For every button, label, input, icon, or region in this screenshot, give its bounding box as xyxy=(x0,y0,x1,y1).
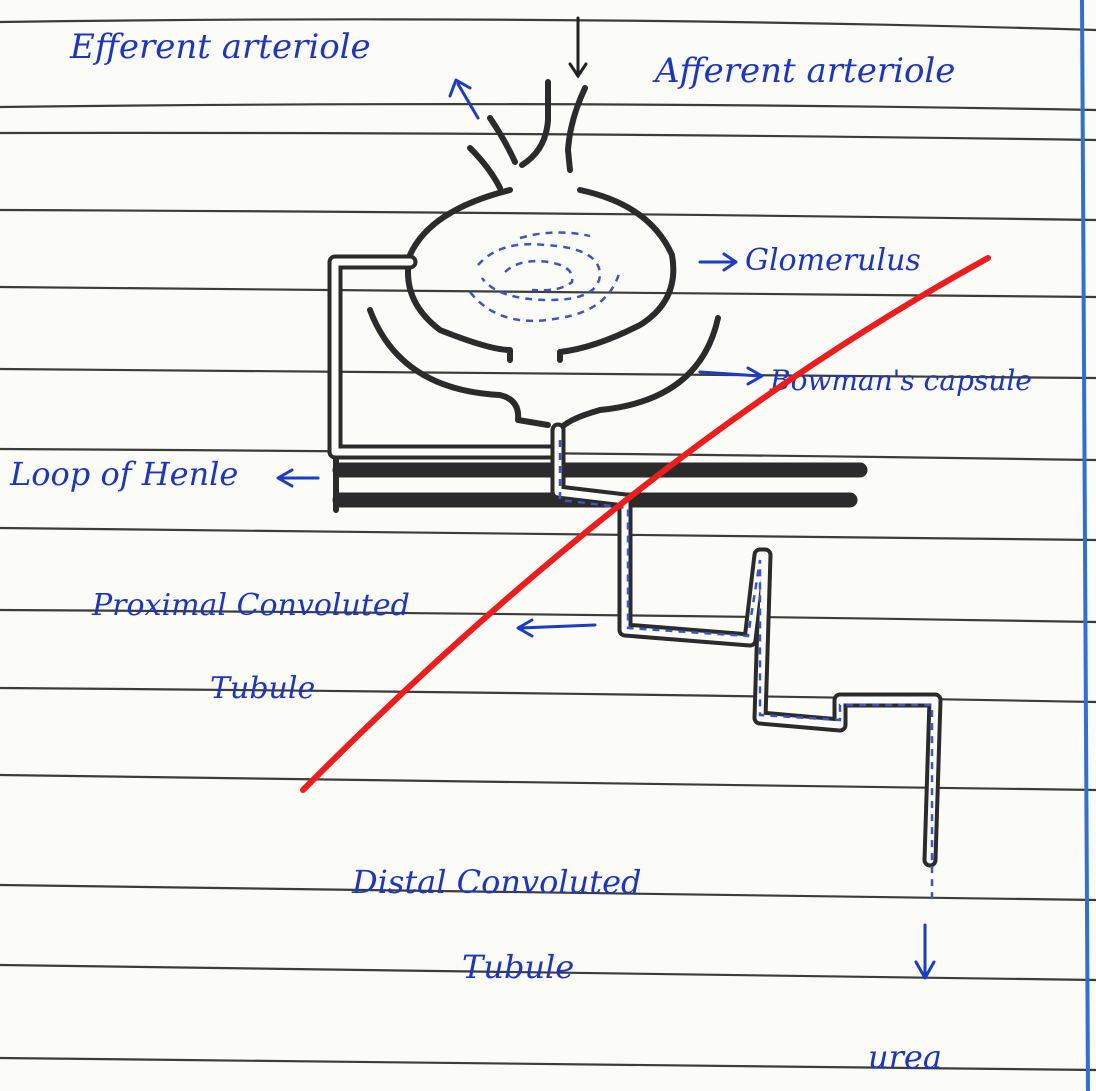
proximal-arrow-icon xyxy=(518,620,595,636)
urea-arrow-icon xyxy=(916,925,934,978)
ruled-lines xyxy=(0,19,1096,1070)
afferent-arteriole xyxy=(522,82,585,170)
label-loop-of-henle: Loop of Henle xyxy=(9,455,238,493)
margin-line xyxy=(1082,0,1088,1091)
red-strike-line xyxy=(303,258,988,790)
afferent-arrow-icon xyxy=(570,18,586,76)
label-glomerulus: Glomerulus xyxy=(745,243,921,278)
efferent-arrow-icon xyxy=(450,80,478,118)
label-urea: urea xyxy=(868,1038,942,1076)
label-proximal-line1: Proximal Convoluted xyxy=(91,588,410,623)
label-afferent-arteriole: Afferent arteriole xyxy=(652,51,955,91)
label-distal-line2: Tubule xyxy=(462,948,574,986)
glomerulus-arrow-icon xyxy=(700,254,736,270)
efferent-arteriole xyxy=(470,118,515,188)
glomerulus-capillaries xyxy=(470,232,620,320)
label-efferent-arteriole: Efferent arteriole xyxy=(69,27,371,67)
bowmans-capsule xyxy=(370,190,718,430)
label-distal-line1: Distal Convoluted xyxy=(351,863,641,901)
loop-arrow-icon xyxy=(278,470,318,486)
label-proximal-line2: Tubule xyxy=(210,671,315,706)
